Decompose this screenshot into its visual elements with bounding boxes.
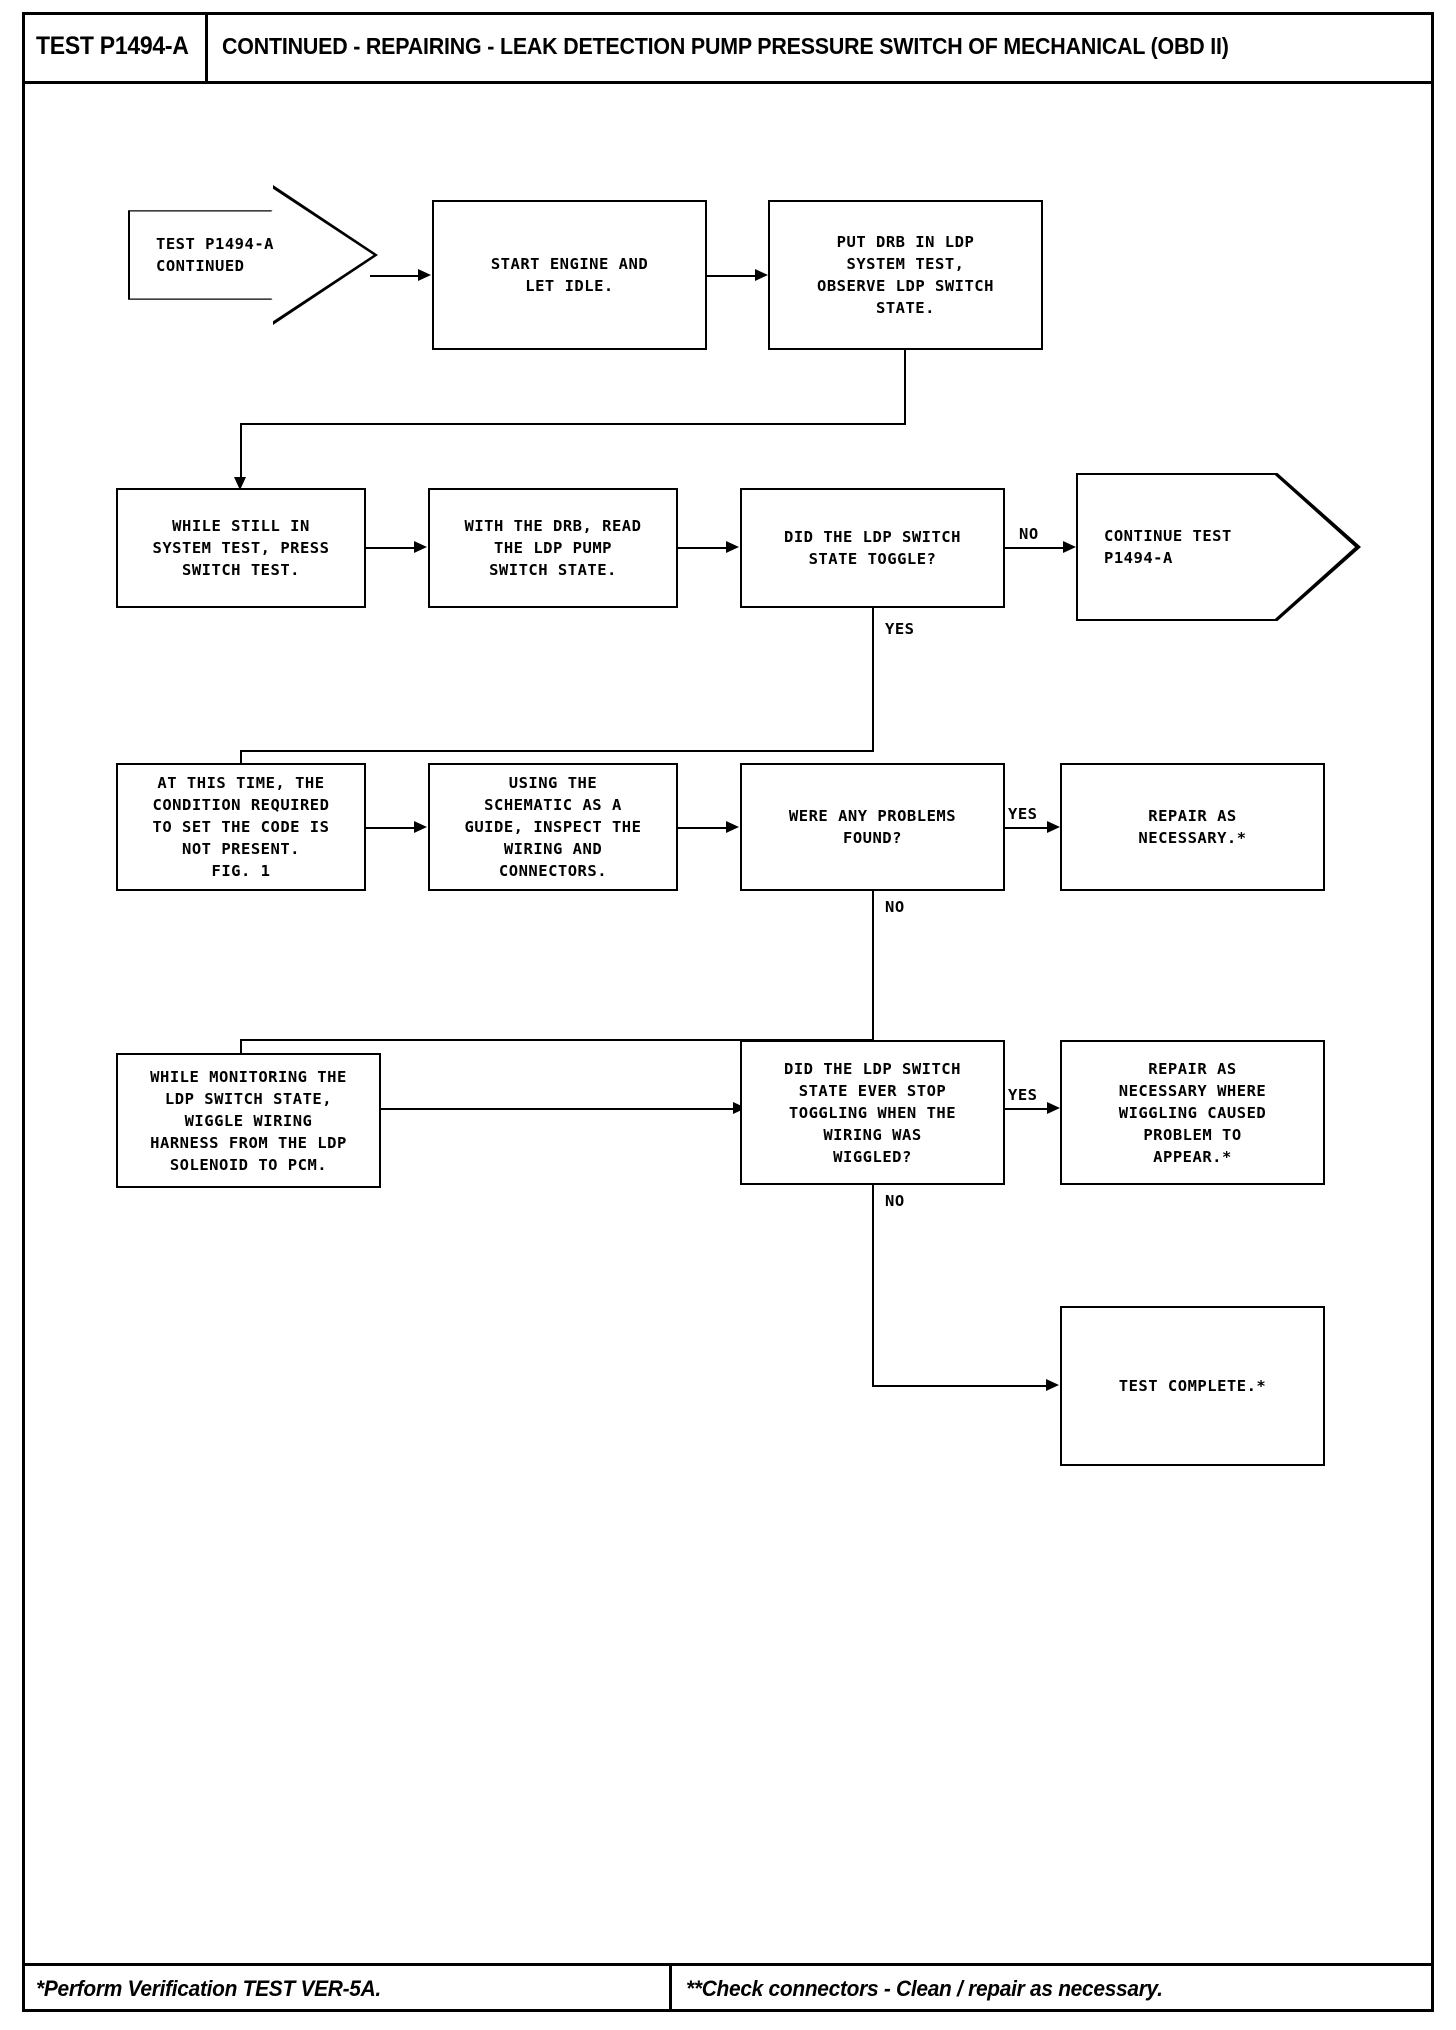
node-continue-test: CONTINUE TEST P1494-A [1076,473,1361,621]
page-header: TEST P1494-A CONTINUED - REPAIRING - LEA… [22,12,1434,84]
edge-wiggle-yes [1005,1108,1052,1110]
header-test-code-cell: TEST P1494-A [22,12,208,81]
arrowhead-condition-to-inspect [414,821,427,833]
edge-label-toggle-no: NO [1018,525,1040,543]
edge-wiggle-to-question [381,1108,737,1110]
edge-put-drb-down [904,350,906,424]
edge-label-wiggle-no: NO [884,1192,906,1210]
node-repair-necessary: REPAIR AS NECESSARY.* [1060,763,1325,891]
node-wiggle-question: DID THE LDP SWITCH STATE EVER STOP TOGGL… [740,1040,1005,1185]
arrowhead-start-engine-to-put-drb [755,269,768,281]
node-put-drb: PUT DRB IN LDP SYSTEM TEST, OBSERVE LDP … [768,200,1043,350]
edge-label-problems-yes: YES [1007,805,1039,823]
edge-problems-no-left [240,1039,874,1041]
edge-start-to-start-engine [370,275,422,277]
node-condition-not-present: AT THIS TIME, THE CONDITION REQUIRED TO … [116,763,366,891]
arrowhead-to-press-switch-test [234,477,246,490]
node-wiggle-harness: WHILE MONITORING THE LDP SWITCH STATE, W… [116,1053,381,1188]
node-toggle-question: DID THE LDP SWITCH STATE TOGGLE? [740,488,1005,608]
node-problems-question: WERE ANY PROBLEMS FOUND? [740,763,1005,891]
arrowhead-read-to-toggle [726,541,739,553]
arrowhead-toggle-no [1063,541,1076,553]
node-inspect-wiring: USING THE SCHEMATIC AS A GUIDE, INSPECT … [428,763,678,891]
header-title-cell: CONTINUED - REPAIRING - LEAK DETECTION P… [208,12,1434,81]
edge-wiggle-no-right [872,1385,1050,1387]
node-start: TEST P1494-A CONTINUED [128,185,378,325]
edge-toggle-no [1005,547,1068,549]
edge-press-to-read [366,547,418,549]
arrowhead-inspect-to-problems [726,821,739,833]
footer-right-cell: **Check connectors - Clean / repair as n… [672,1966,1434,2012]
arrowhead-start-to-start-engine [418,269,431,281]
arrowhead-wiggle-yes [1047,1102,1060,1114]
edge-label-problems-no: NO [884,898,906,916]
page-border [22,12,1434,2012]
arrowhead-press-to-read [414,541,427,553]
edge-read-to-toggle [678,547,730,549]
footer-left-cell: *Perform Verification TEST VER-5A. [22,1966,672,2012]
edge-toggle-yes-down [872,608,874,752]
edge-inspect-to-problems [678,827,730,829]
edge-toggle-yes-left [240,750,874,752]
node-repair-wiggle: REPAIR AS NECESSARY WHERE WIGGLING CAUSE… [1060,1040,1325,1185]
node-press-switch-test: WHILE STILL IN SYSTEM TEST, PRESS SWITCH… [116,488,366,608]
header-test-code: TEST P1494-A [36,32,189,60]
edge-put-drb-left [240,423,906,425]
edge-problems-no-down [872,891,874,1041]
node-read-switch-state: WITH THE DRB, READ THE LDP PUMP SWITCH S… [428,488,678,608]
edge-condition-to-inspect [366,827,418,829]
arrowhead-problems-yes [1047,821,1060,833]
node-test-complete: TEST COMPLETE.* [1060,1306,1325,1466]
footer-verification-note: *Perform Verification TEST VER-5A. [36,1976,381,2001]
node-continue-test-label: CONTINUE TEST P1494-A [1104,527,1232,567]
edge-start-engine-to-put-drb [707,275,759,277]
arrowhead-to-test-complete [1046,1379,1059,1391]
page-footer: *Perform Verification TEST VER-5A. **Che… [22,1963,1434,2012]
node-start-label: TEST P1494-A CONTINUED [156,235,274,275]
edge-put-drb-down2 [240,423,242,483]
footer-connector-note: **Check connectors - Clean / repair as n… [686,1976,1163,2001]
edge-wiggle-no-down [872,1185,874,1386]
edge-problems-yes [1005,827,1052,829]
edge-label-toggle-yes: YES [884,620,916,638]
node-start-engine: START ENGINE AND LET IDLE. [432,200,707,350]
page-title: CONTINUED - REPAIRING - LEAK DETECTION P… [222,33,1229,60]
edge-label-wiggle-yes: YES [1007,1086,1039,1104]
